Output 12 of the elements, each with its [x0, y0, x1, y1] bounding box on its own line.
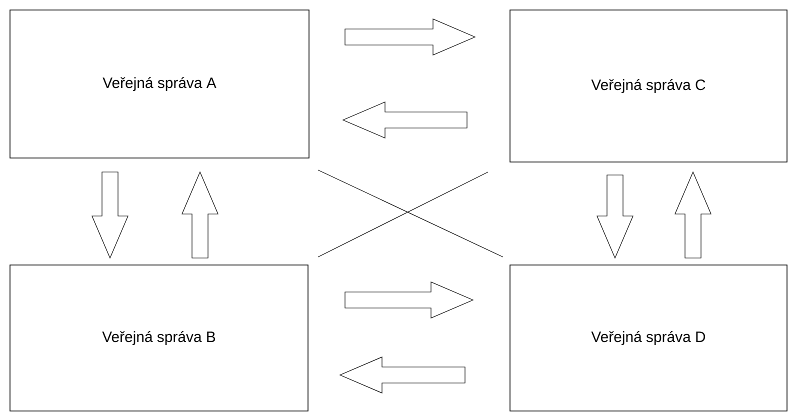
block-arrow — [92, 172, 128, 259]
process-box: Veřejná správa D — [510, 264, 788, 412]
block-arrow — [344, 282, 474, 318]
block-arrow — [342, 102, 468, 138]
block-arrow — [339, 356, 466, 394]
block-arrow — [182, 171, 218, 258]
process-box: Veřejná správa B — [10, 264, 308, 412]
process-box: Veřejná správa A — [10, 10, 310, 158]
block-arrow — [674, 171, 712, 258]
process-box: Veřejná správa C — [510, 10, 788, 162]
block-arrow — [596, 174, 634, 259]
block-arrow — [344, 18, 476, 56]
